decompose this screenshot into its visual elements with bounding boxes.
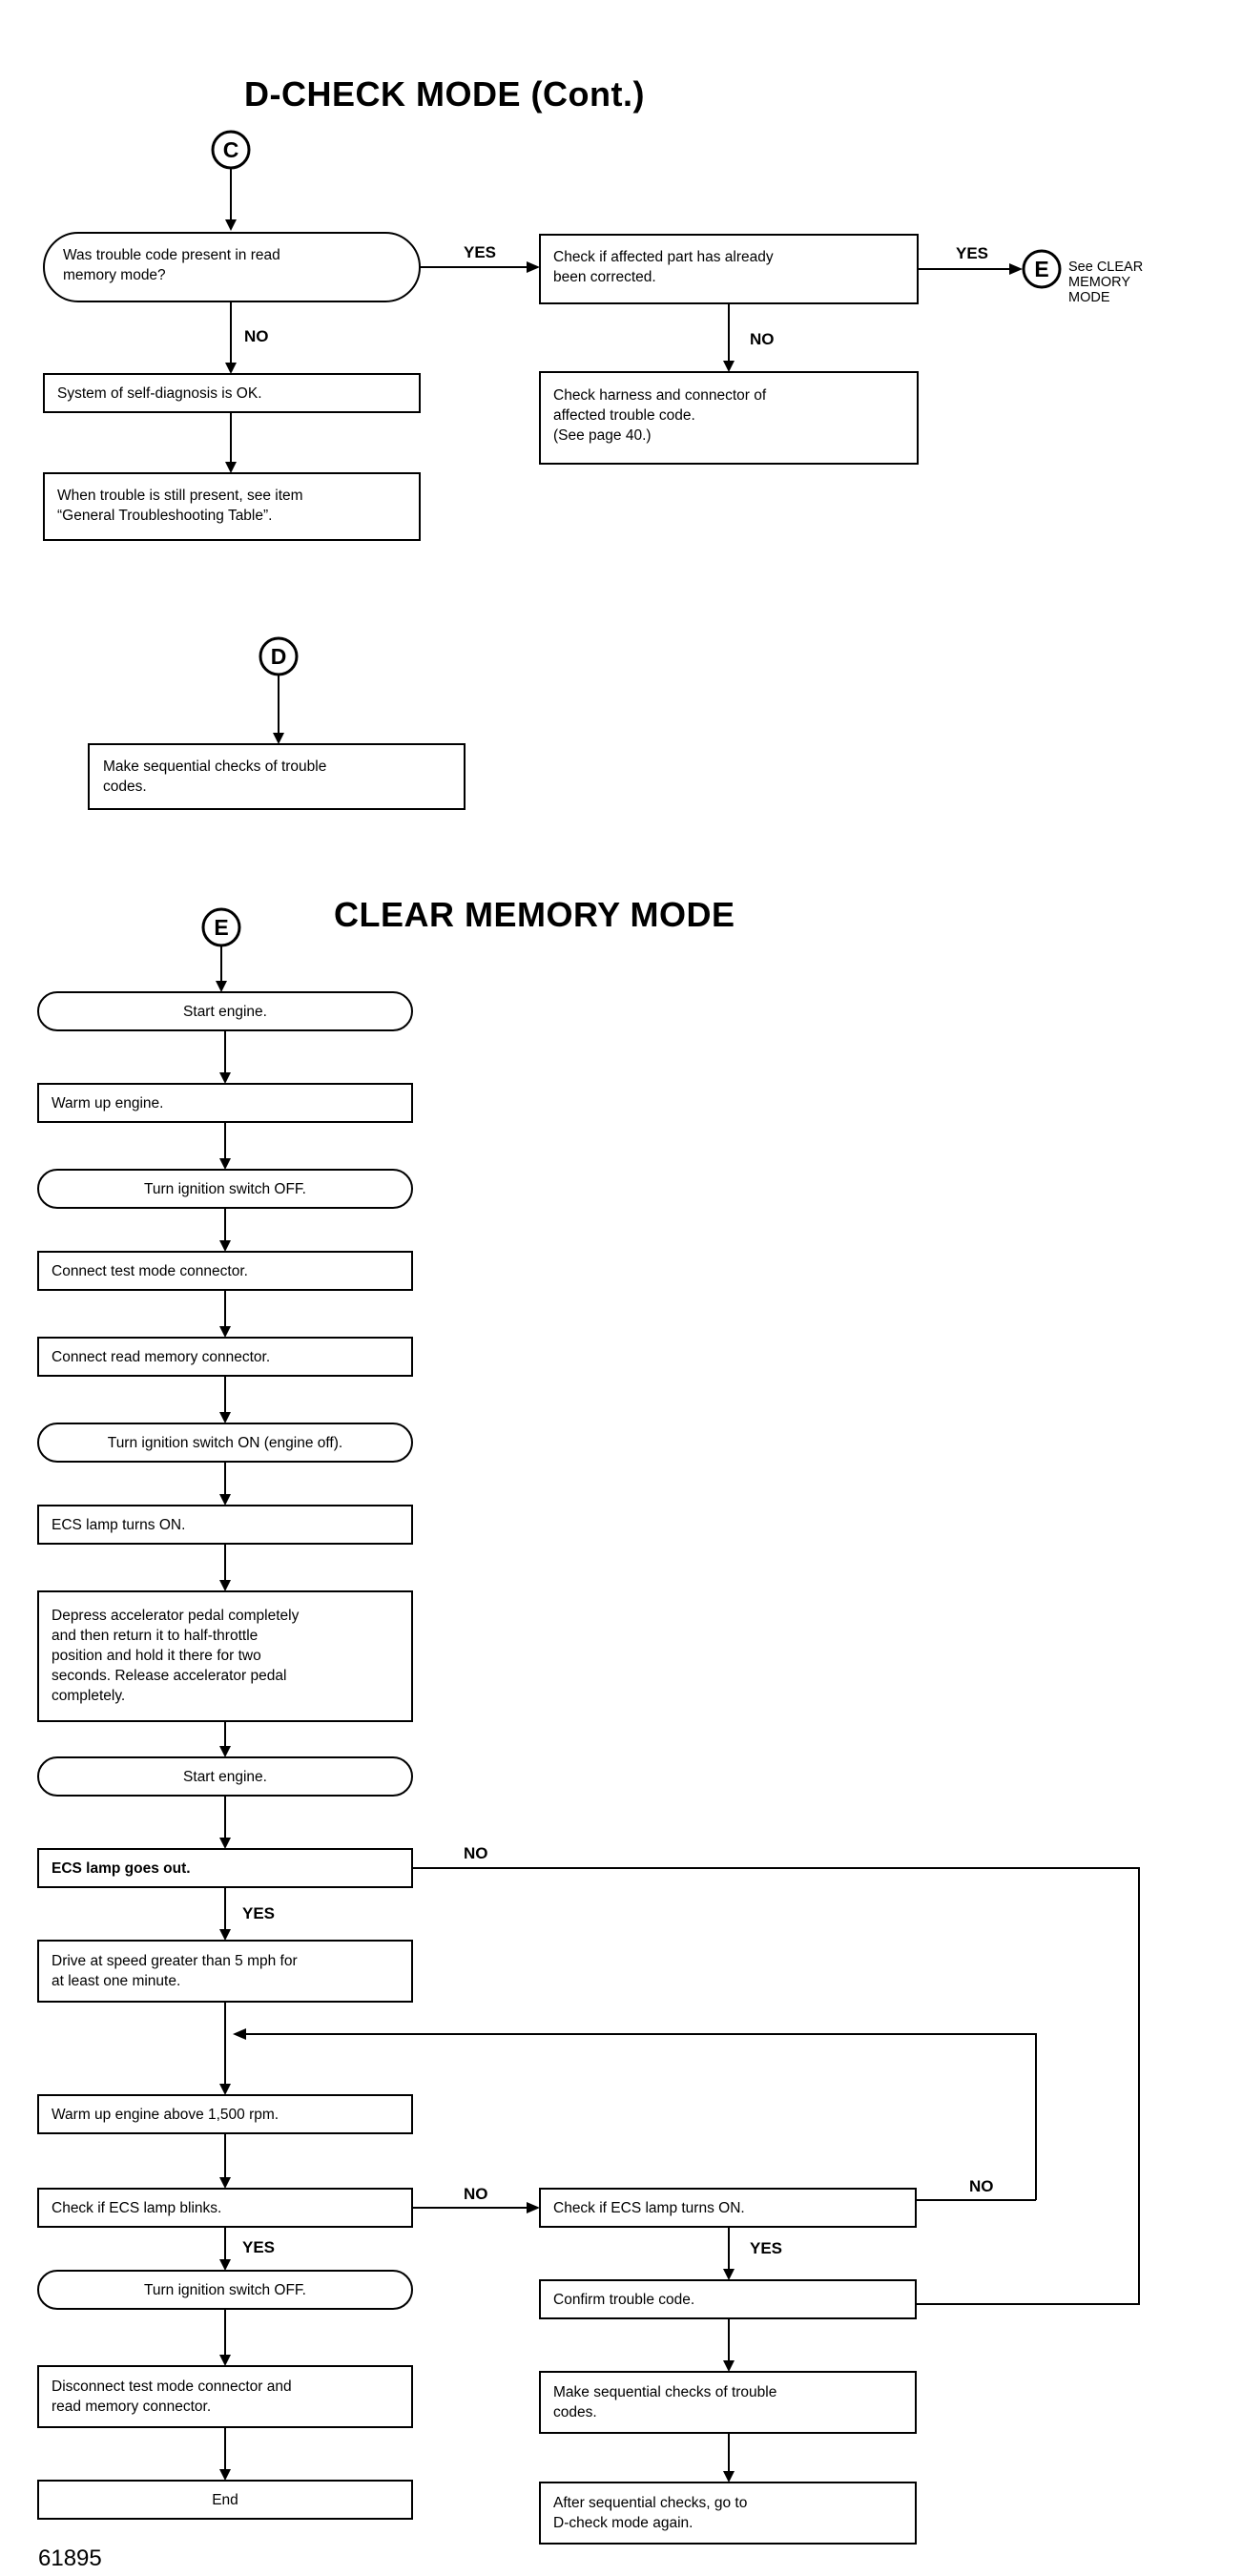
connector-e-top-circle (1022, 249, 1062, 289)
step-ecs-goes-out: ECS lamp goes out. (52, 1860, 191, 1877)
dcheck-title: D-CHECK MODE (Cont.) (244, 74, 645, 114)
step-disconnect: Disconnect test mode connector and read … (52, 2379, 292, 2415)
step-drive: Drive at speed greater than 5 mph for at… (52, 1953, 298, 1989)
connector-c: C (222, 137, 239, 162)
step-go-dcheck: After sequential checks, go to D-check m… (553, 2495, 748, 2531)
connector-e-top: E (1034, 257, 1049, 281)
ok-text: System of self-diagnosis is OK. (57, 385, 262, 402)
still-box (43, 472, 421, 541)
clear-memory-title: CLEAR MEMORY MODE (334, 895, 735, 934)
q1-text: Was trouble code present in read memory … (63, 247, 280, 283)
step-connect-test: Connect test mode connector. (52, 1263, 248, 1279)
connector-e-left: E (214, 915, 229, 940)
make-seq-text: Make sequential checks of trouble codes. (103, 758, 327, 795)
step-warm-up: Warm up engine. (52, 1095, 164, 1111)
yes-label-ecs-out: YES (242, 1904, 276, 1922)
step-ignition-off-2: Turn ignition switch OFF. (144, 2282, 306, 2298)
step-make-seq: Make sequential checks of trouble codes. (553, 2384, 777, 2420)
see-clear-text: See CLEAR MEMORY MODE (1068, 260, 1144, 305)
harness-text: Check harness and connector of affected … (553, 387, 767, 444)
step-warm-up-rpm: Warm up engine above 1,500 rpm. (52, 2107, 279, 2123)
no-label-q1: NO (244, 327, 269, 345)
yes-label-turns-on: YES (750, 2239, 783, 2257)
still-text: When trouble is still present, see item … (57, 488, 303, 524)
yes-label-q1: YES (464, 243, 497, 261)
yes-label-blinks: YES (242, 2238, 276, 2256)
connector-d: D (270, 644, 287, 669)
check-part-text: Check if affected part has already been … (553, 249, 774, 285)
no-label-turns-on: NO (969, 2177, 994, 2195)
step-confirm-code: Confirm trouble code. (553, 2292, 695, 2308)
step-ecs-on: ECS lamp turns ON. (52, 1517, 186, 1533)
yes-label-check-part: YES (956, 244, 989, 262)
figure-number: 61895 (38, 2545, 102, 2571)
step-ignition-on: Turn ignition switch ON (engine off). (107, 1435, 343, 1451)
make-seq-box (88, 743, 466, 810)
step-check-turns-on: Check if ECS lamp turns ON. (553, 2200, 745, 2216)
ok-box (43, 373, 421, 413)
step-check-blinks: Check if ECS lamp blinks. (52, 2200, 222, 2216)
step-start-engine-2: Start engine. (183, 1769, 267, 1785)
step-ignition-off-1: Turn ignition switch OFF. (144, 1181, 306, 1197)
step-start-engine-1: Start engine. (183, 1004, 267, 1020)
no-label-check-part: NO (750, 330, 775, 348)
step-connect-read: Connect read memory connector. (52, 1349, 271, 1365)
step-accelerator: Depress accelerator pedal completely and… (52, 1608, 300, 1704)
harness-box (539, 371, 919, 465)
no-label-ecs-out: NO (464, 1844, 488, 1862)
step-end: End (212, 2492, 238, 2508)
no-label-blinks: NO (464, 2185, 488, 2203)
